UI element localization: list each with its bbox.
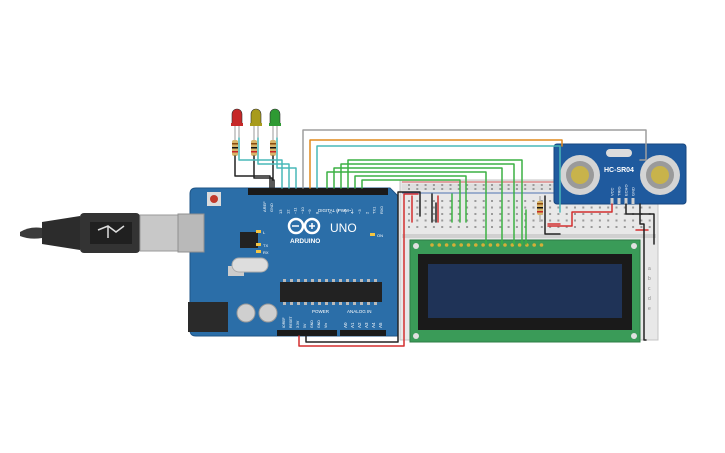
digital-pin-label: ~9 <box>307 209 312 214</box>
arduino-logo <box>287 217 321 235</box>
capacitor <box>236 303 256 323</box>
resistor <box>251 140 257 156</box>
wire <box>361 179 461 223</box>
digital-pin-label: ~11 <box>293 207 298 214</box>
analog-pin-label: A5 <box>378 322 383 328</box>
digital-pin-label: ~5 <box>342 209 347 214</box>
wire <box>298 193 419 347</box>
digital-header <box>248 188 388 195</box>
arduino-model: UNO <box>330 221 357 235</box>
power-pin-label: 5V <box>303 323 307 328</box>
reset-button[interactable] <box>210 195 218 203</box>
tx-label: TX <box>263 243 268 248</box>
digital-pin-label: 7 <box>328 211 333 214</box>
wire <box>316 145 561 213</box>
arduino-brand: ARDUINO <box>290 238 320 245</box>
wire <box>257 137 290 189</box>
resistor <box>232 140 238 156</box>
digital-pin-label: 12 <box>285 209 290 214</box>
aref-label: AREF <box>262 201 267 212</box>
leds <box>231 108 281 172</box>
digital-pin-label: ~6 <box>335 209 340 214</box>
gnd-label: GND <box>269 203 274 212</box>
power-pin-label: Vin <box>324 323 328 328</box>
sensor-pin-label: VCC <box>610 187 615 196</box>
wire <box>340 163 515 245</box>
analog-pin-label: A3 <box>364 322 369 328</box>
digital-pin-label: 8 <box>315 211 320 214</box>
wire <box>272 155 275 189</box>
crystal <box>231 257 269 273</box>
led-red <box>231 108 243 172</box>
row-label-d: d <box>648 296 651 302</box>
row-label-b: b <box>648 276 651 282</box>
l-label: L <box>263 230 266 235</box>
wire <box>333 167 503 245</box>
analog-pin-label: A2 <box>357 322 362 328</box>
wire <box>234 155 271 189</box>
digital-pin-label: ~10 <box>300 206 305 214</box>
analog-label: ANALOG IN <box>347 309 372 314</box>
row-label-c: c <box>648 286 651 292</box>
digital-pin-label: TX1 <box>372 206 377 214</box>
row-label-a: a <box>648 266 651 272</box>
digital-pin-label: RX0 <box>379 205 384 214</box>
analog-pin-label: A4 <box>371 322 376 328</box>
analog-pin-label: A0 <box>343 322 348 328</box>
wire <box>354 175 467 223</box>
power-pin-label: RESET <box>289 315 293 328</box>
lcd-16x2 <box>409 239 641 343</box>
digital-label: DIGITAL (PWM~) <box>318 208 353 213</box>
wire <box>302 129 647 189</box>
rx-label: RX <box>263 250 269 255</box>
wires <box>234 129 655 347</box>
wire <box>639 203 647 341</box>
arduino-uno-board: ARDUINO UNO DIGITAL (PWM~) ANALOG IN POW… <box>177 187 399 337</box>
sensor-pin-label: ECHO <box>624 184 629 196</box>
wire <box>305 191 421 343</box>
wire <box>544 195 561 235</box>
wire <box>309 139 563 189</box>
resistor <box>270 140 276 156</box>
led-green <box>269 108 281 172</box>
power-label: POWER <box>312 309 330 314</box>
row-label-e: e <box>648 306 651 312</box>
power-pin-label: IOREF <box>282 317 286 328</box>
digital-pin-label: 13 <box>278 209 283 214</box>
breadboard-row-labels: a b c d e <box>648 266 651 312</box>
contrast-resistor <box>537 196 543 222</box>
analog-pin-label: A1 <box>350 322 355 328</box>
wire <box>347 159 523 245</box>
power-pin-label: 3.3V <box>296 320 300 328</box>
digital-pin-label: 4 <box>350 211 355 214</box>
usb-chip <box>240 232 258 248</box>
power-pin-label: GND <box>310 320 314 328</box>
atmega-chip <box>280 282 382 302</box>
analog-header <box>340 330 386 336</box>
sensor-pin-label: GND <box>631 187 636 196</box>
wire <box>238 137 283 189</box>
power-pin-label: GND <box>317 320 321 328</box>
lcd-screen <box>428 264 622 318</box>
sensor-pin-label: TRIG <box>617 186 622 196</box>
on-label: ON <box>377 233 383 238</box>
power-header <box>277 330 337 336</box>
power-jack <box>188 302 228 332</box>
usb-cable <box>20 213 181 253</box>
led-yellow <box>250 108 262 172</box>
wire <box>326 171 487 245</box>
digital-pin-label: 2 <box>364 211 369 214</box>
wire <box>276 137 297 189</box>
sensor-label: HC-SR04 <box>604 167 634 174</box>
digital-pin-label: ~3 <box>357 209 362 214</box>
wire <box>253 155 273 189</box>
capacitor <box>258 303 278 323</box>
wire <box>547 203 613 227</box>
